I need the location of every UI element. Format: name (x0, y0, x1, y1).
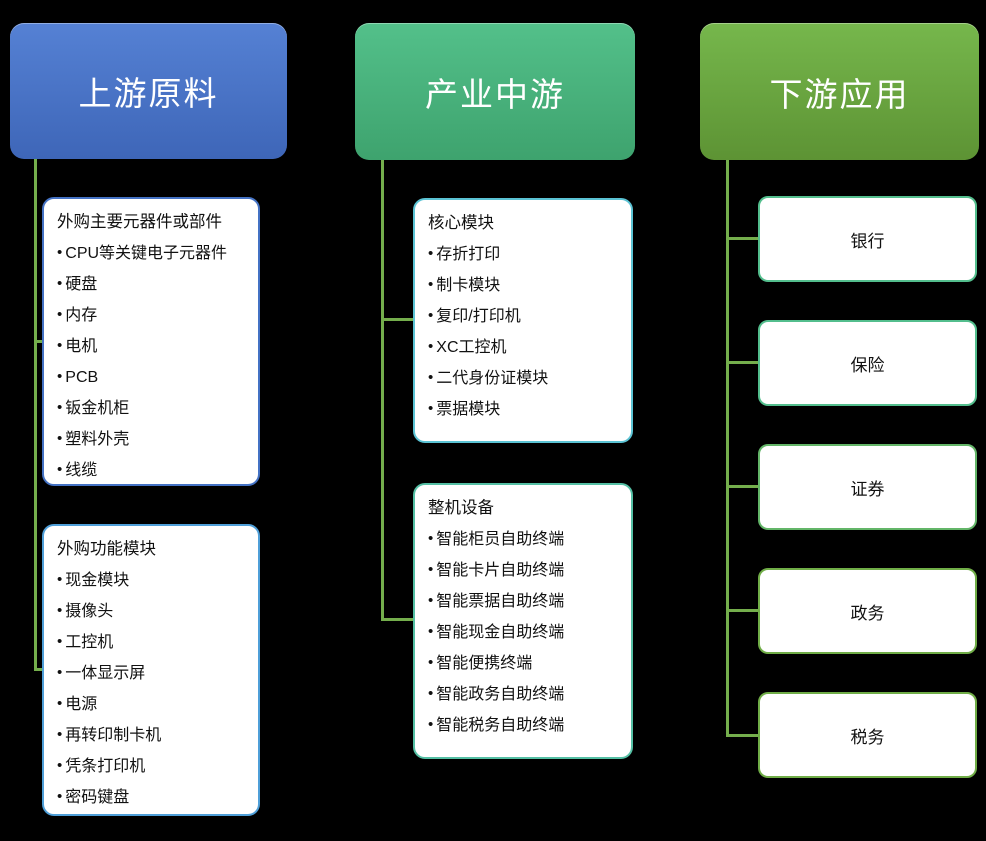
header-upstream: 上游原料 (10, 23, 287, 159)
connector-downstream-stub-1 (726, 237, 760, 240)
item-list: CPU等关键电子元器件硬盘内存电机PCB钣金机柜塑料外壳线缆 (57, 238, 246, 486)
list-item: 线缆 (57, 455, 246, 486)
list-item: 摄像头 (57, 596, 246, 627)
list-item: CPU等关键电子元器件 (57, 238, 246, 269)
list-item: 再转印制卡机 (57, 720, 246, 751)
list-item: 智能便携终端 (428, 648, 619, 679)
node-insurance: 保险 (758, 320, 977, 406)
list-item: 电机 (57, 331, 246, 362)
connector-downstream-stub-5 (726, 734, 760, 737)
list-item: 存折打印 (428, 239, 619, 270)
list-item: XC工控机 (428, 332, 619, 363)
list-item: 塑料外壳 (57, 424, 246, 455)
connector-upstream-stub-1 (34, 340, 44, 343)
node-government: 政务 (758, 568, 977, 654)
connector-downstream-stub-3 (726, 485, 760, 488)
box-purchased-modules: 外购功能模块 现金模块摄像头工控机一体显示屏电源再转印制卡机凭条打印机密码键盘 (42, 524, 260, 816)
list-item: 复印/打印机 (428, 301, 619, 332)
list-item: 票据模块 (428, 394, 619, 425)
node-tax: 税务 (758, 692, 977, 778)
list-item: 现金模块 (57, 565, 246, 596)
header-downstream: 下游应用 (700, 23, 979, 160)
connector-midstream-stub-2 (381, 618, 415, 621)
list-item: 工控机 (57, 627, 246, 658)
box-complete-equipment: 整机设备 智能柜员自助终端智能卡片自助终端智能票据自助终端智能现金自助终端智能便… (413, 483, 633, 759)
list-item: 智能柜员自助终端 (428, 524, 619, 555)
node-bank: 银行 (758, 196, 977, 282)
list-item: 智能票据自助终端 (428, 586, 619, 617)
list-item: 一体显示屏 (57, 658, 246, 689)
connector-midstream-stub-1 (381, 318, 415, 321)
box-title: 外购主要元器件或部件 (57, 213, 222, 231)
list-item: 智能税务自助终端 (428, 710, 619, 741)
list-item: 密码键盘 (57, 782, 246, 813)
box-core-modules: 核心模块 存折打印制卡模块复印/打印机XC工控机二代身份证模块票据模块 (413, 198, 633, 443)
item-list: 存折打印制卡模块复印/打印机XC工控机二代身份证模块票据模块 (428, 239, 619, 425)
connector-downstream-stub-2 (726, 361, 760, 364)
item-list: 现金模块摄像头工控机一体显示屏电源再转印制卡机凭条打印机密码键盘 (57, 565, 246, 813)
box-title: 核心模块 (428, 214, 494, 232)
node-securities: 证券 (758, 444, 977, 530)
list-item: 硬盘 (57, 269, 246, 300)
connector-upstream-vline (34, 159, 37, 671)
connector-downstream-stub-4 (726, 609, 760, 612)
list-item: 智能卡片自助终端 (428, 555, 619, 586)
box-title: 整机设备 (428, 499, 494, 517)
connector-midstream-vline (381, 160, 384, 621)
list-item: 二代身份证模块 (428, 363, 619, 394)
list-item: 内存 (57, 300, 246, 331)
header-midstream: 产业中游 (355, 23, 635, 160)
box-purchased-components: 外购主要元器件或部件 CPU等关键电子元器件硬盘内存电机PCB钣金机柜塑料外壳线… (42, 197, 260, 486)
list-item: 凭条打印机 (57, 751, 246, 782)
box-title: 外购功能模块 (57, 540, 156, 558)
list-item: 智能政务自助终端 (428, 679, 619, 710)
item-list: 智能柜员自助终端智能卡片自助终端智能票据自助终端智能现金自助终端智能便携终端智能… (428, 524, 619, 741)
list-item: 钣金机柜 (57, 393, 246, 424)
list-item: 制卡模块 (428, 270, 619, 301)
connector-downstream-vline (726, 160, 729, 737)
list-item: 智能现金自助终端 (428, 617, 619, 648)
list-item: PCB (57, 362, 246, 393)
list-item: 电源 (57, 689, 246, 720)
connector-upstream-stub-2 (34, 668, 44, 671)
